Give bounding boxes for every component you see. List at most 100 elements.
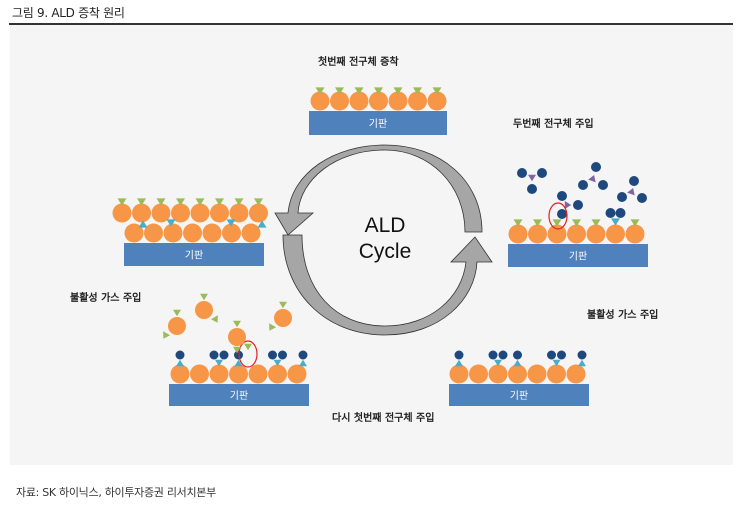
green-ligand [513, 219, 523, 227]
cyan-ligand [138, 220, 148, 228]
navy-atom [557, 350, 566, 360]
step-label-first-precursor-again: 다시 첫번째 전구체 주입 [332, 411, 434, 424]
green-ligand [195, 198, 205, 206]
cyan-ligand [578, 359, 586, 367]
substrate-label: 기판 [185, 250, 203, 262]
cyan-ligand [273, 359, 282, 367]
step-label-first-precursor: 첫번째 전구체 증착 [318, 55, 399, 68]
substrate-label: 기판 [369, 118, 387, 130]
orange-atom [163, 223, 183, 243]
green-ligand [630, 219, 640, 227]
navy-atom [209, 350, 219, 360]
orange-atom [408, 91, 427, 111]
green-ligand [200, 293, 208, 301]
orange-atom [606, 224, 625, 244]
orange-atom [195, 301, 213, 319]
navy-atom [517, 168, 527, 178]
green-ligand [233, 346, 241, 354]
green-ligand [269, 323, 277, 331]
navy-atom [537, 168, 547, 178]
orange-atom [274, 309, 292, 327]
orange-atom [222, 223, 241, 243]
orange-atom [508, 364, 527, 384]
orange-atom [527, 364, 547, 384]
green-ligand [335, 87, 344, 95]
orange-atom [625, 224, 645, 244]
orange-atom [170, 364, 190, 384]
orange-atom [241, 223, 261, 243]
navy-atom [498, 350, 508, 360]
orange-atom [469, 364, 488, 384]
purple-ligand [627, 187, 635, 196]
orange-atom [287, 364, 307, 384]
orange-atom [547, 364, 566, 384]
cycle-arrow-top [274, 144, 483, 236]
green-ligand [552, 219, 562, 227]
orange-atom [427, 91, 447, 111]
orange-atom [202, 223, 222, 243]
orange-atom [268, 364, 287, 384]
orange-atom [229, 203, 249, 223]
highlight-circle [548, 202, 568, 230]
orange-atom [210, 203, 229, 223]
substrate-label: 기판 [230, 390, 248, 402]
orange-atom [586, 224, 606, 244]
substrate-block [508, 244, 648, 267]
cycle-arrow-bottom [282, 234, 493, 336]
cyan-ligand [611, 218, 620, 226]
orange-atom [151, 203, 171, 223]
purple-ligand [528, 174, 536, 182]
orange-atom [528, 224, 547, 244]
navy-atom [513, 350, 522, 360]
navy-atom [629, 176, 639, 186]
green-ligand [374, 87, 383, 95]
cyan-ligand [234, 359, 243, 367]
cycle-label-ald: ALD [365, 214, 406, 237]
navy-atom [547, 350, 556, 360]
green-ligand [244, 343, 252, 351]
orange-atom [488, 364, 508, 384]
cyan-ligand [552, 359, 561, 367]
orange-atom [349, 91, 369, 111]
orange-atom [566, 364, 586, 384]
orange-atom [330, 91, 349, 111]
orange-atom [249, 203, 268, 223]
navy-atom [175, 350, 185, 360]
green-ligand [210, 315, 218, 323]
navy-atom [591, 162, 601, 172]
green-ligand [533, 219, 542, 227]
highlight-circle [238, 340, 258, 368]
substrate-block [309, 111, 447, 135]
cyan-ligand [455, 359, 463, 367]
green-ligand [279, 301, 287, 309]
navy-atom [268, 350, 277, 360]
green-ligand [393, 87, 403, 95]
orange-atom [168, 317, 186, 335]
orange-atom [183, 223, 202, 243]
green-ligand [572, 219, 581, 227]
orange-atom [124, 223, 144, 243]
cyan-ligand [226, 219, 236, 227]
green-ligand [163, 331, 171, 339]
navy-atom [573, 200, 583, 210]
cycle-arrows: ALD Cycle [274, 144, 493, 336]
green-ligand [233, 320, 241, 328]
orange-atom [567, 224, 586, 244]
cycle-label-cycle: Cycle [359, 240, 412, 263]
green-ligand [354, 87, 364, 95]
navy-atom [298, 350, 308, 360]
navy-atom [578, 180, 588, 190]
orange-atom [248, 364, 268, 384]
orange-atom [132, 203, 151, 223]
green-ligand [254, 198, 263, 206]
orange-atom [171, 203, 190, 223]
green-ligand [432, 87, 442, 95]
orange-atom [508, 224, 528, 244]
navy-atom [278, 350, 287, 360]
step-label-purge-left: 불활성 가스 주입 [70, 291, 141, 304]
navy-atom [527, 184, 537, 194]
navy-atom [557, 209, 567, 219]
navy-atom [488, 350, 498, 360]
navy-atom [219, 350, 229, 360]
